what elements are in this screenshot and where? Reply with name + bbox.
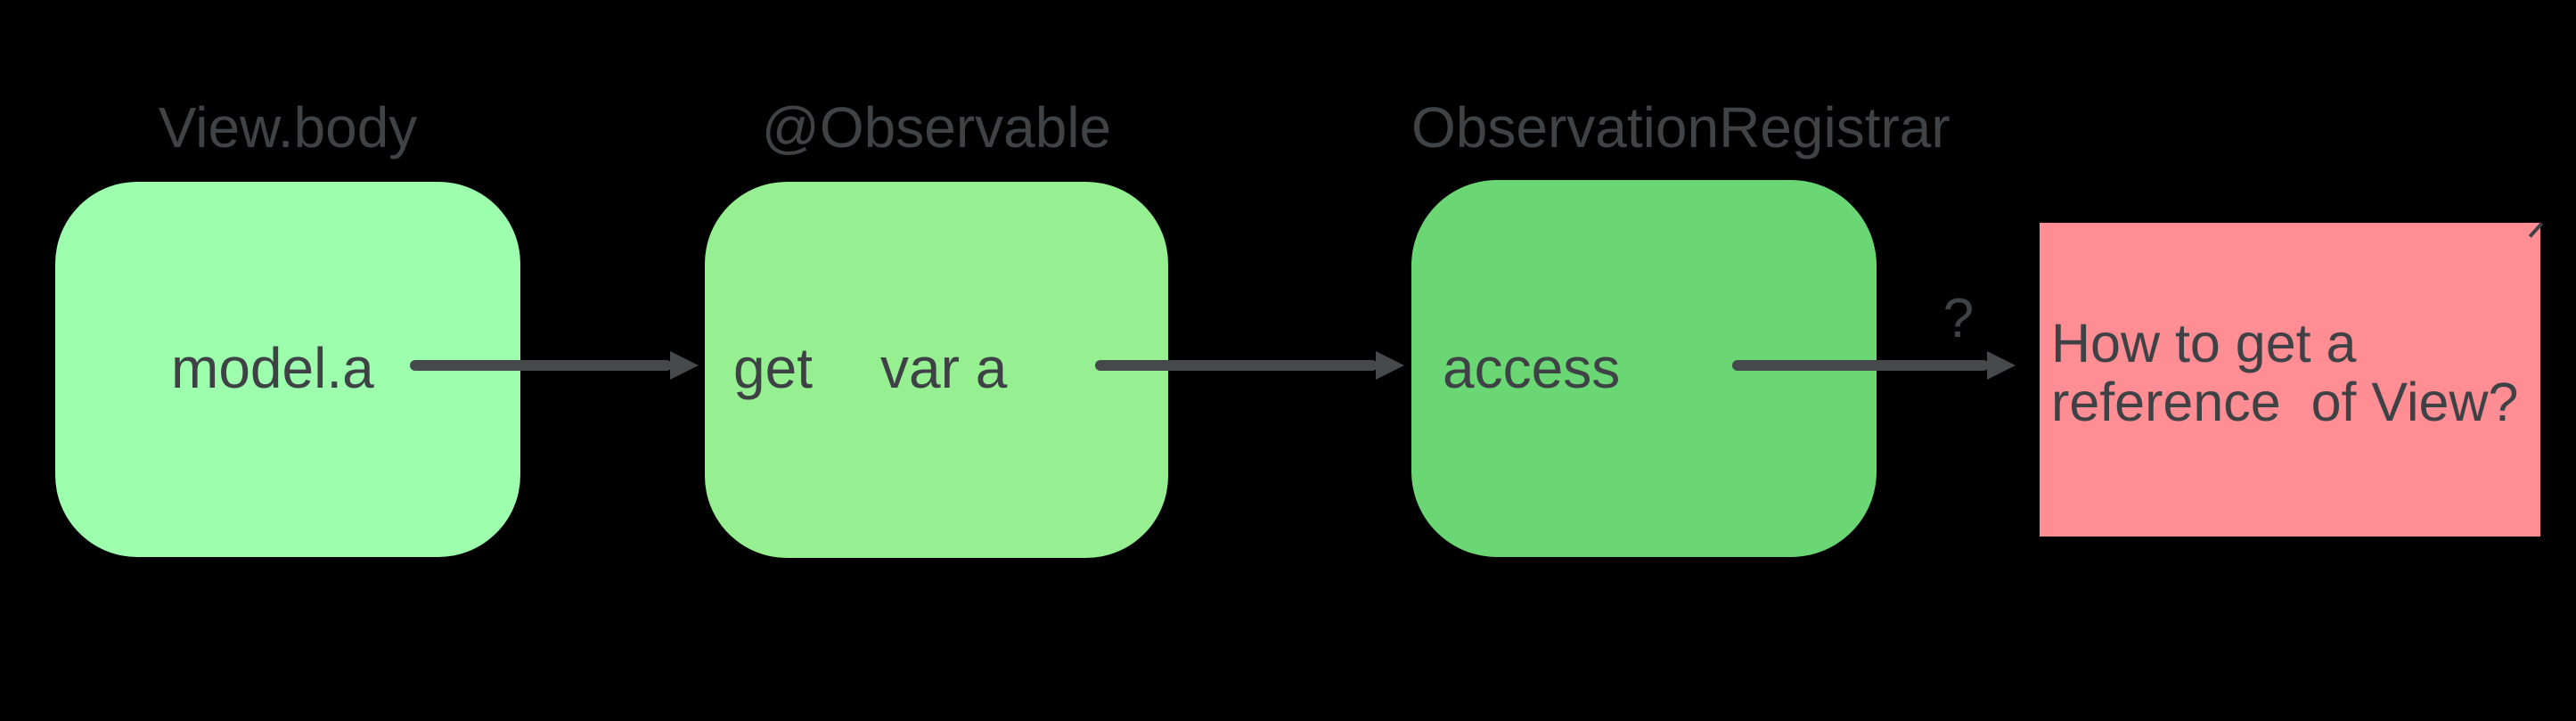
node-body-get: get [733,336,813,400]
node-title-observation-registrar: ObservationRegistrar [1411,95,1950,160]
node-body-access: access [1443,336,1621,400]
node-body-var-a: var a [880,336,1008,400]
node-body-question-text: How to get a reference of View? [2051,313,2519,432]
node-observable [705,182,1168,558]
node-body-model-a: model.a [171,336,374,400]
arrow-head-icon [1987,351,2016,380]
arrow-head-icon [670,351,699,380]
arrow-shaft [1732,360,1989,371]
node-question-box [2040,223,2540,537]
node-title-view-body: View.body [158,95,418,160]
arrow-shaft [1095,360,1378,371]
node-title-observable: @Observable [761,95,1112,160]
question-mark-label: ? [1942,288,1975,349]
arrow-shaft [410,360,672,371]
arrow-head-icon [1376,351,1404,380]
